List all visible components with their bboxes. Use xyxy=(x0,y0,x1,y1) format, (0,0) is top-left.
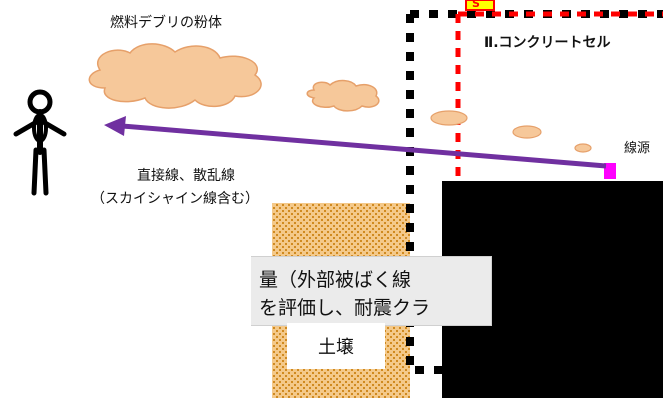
person-icon xyxy=(13,89,67,196)
fuel-debris-label: 燃料デブリの粉体 xyxy=(110,15,222,31)
source-label: 線源 xyxy=(624,141,651,156)
concrete-cell-label: Ⅱ.コンクリートセル xyxy=(484,35,611,51)
radiation-arrow xyxy=(104,116,607,169)
cloud-large xyxy=(88,43,262,109)
cloud-small xyxy=(306,79,380,112)
debris-particle xyxy=(574,143,592,153)
cell-marker-label: S xyxy=(472,0,480,10)
debris-particle xyxy=(512,125,542,139)
outer-boundary xyxy=(406,10,663,374)
skyshine-label: （スカイシャイン線含む） xyxy=(91,191,259,207)
soil-label: 土壌 xyxy=(287,323,385,369)
info-line-2: を評価し、耐震クラ xyxy=(259,297,431,319)
source-marker xyxy=(604,163,616,179)
info-line-1: 量（外部被ばく線 xyxy=(259,269,412,291)
cell-marker-box xyxy=(465,0,495,11)
debris-particle xyxy=(430,110,468,126)
info-box: 量（外部被ばく線 を評価し、耐震クラ xyxy=(251,256,492,326)
direct-scatter-label: 直接線、散乱線 xyxy=(137,168,235,184)
